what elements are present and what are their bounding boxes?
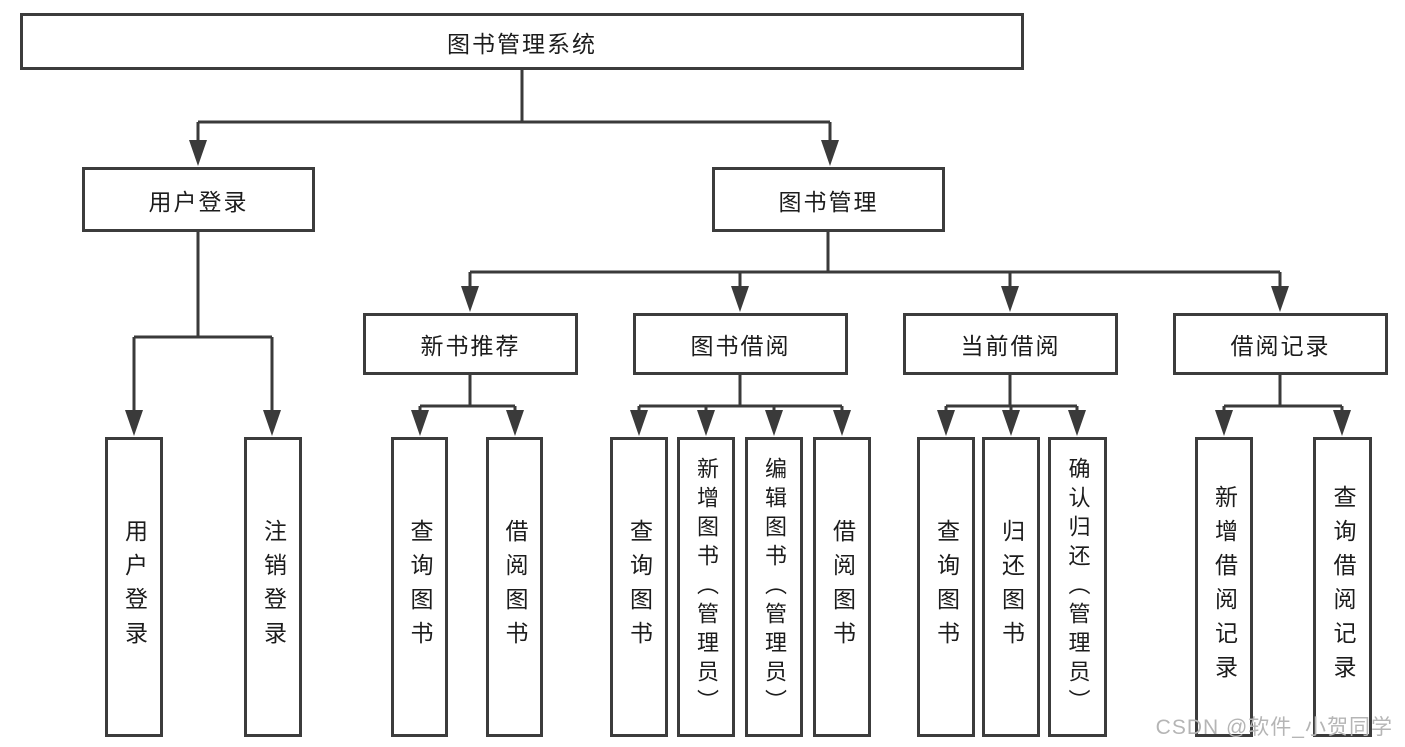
node-new-book-recommend: 新书推荐 [363,313,578,375]
leaf-rec-query-book-label: 查询图书 [407,519,433,655]
node-new-book-recommend-label: 新书推荐 [420,333,521,359]
leaf-br-add-record: 新增借阅记录 [1195,437,1253,737]
node-book-management: 图书管理 [712,167,945,232]
leaf-cb-confirm-return-admin-label: 确认归还（管理员） [1065,456,1091,718]
leaf-cb-query-book-label: 查询图书 [933,519,960,655]
leaf-cb-query-book: 查询图书 [917,437,975,737]
leaf-cb-return-book-label: 归还图书 [998,519,1025,655]
leaf-logout-login-label: 注销登录 [260,519,287,655]
leaf-br-query-record: 查询借阅记录 [1313,437,1372,737]
leaf-bb-query-book: 查询图书 [610,437,668,737]
leaf-user-login: 用户登录 [105,437,163,737]
leaf-cb-return-book: 归还图书 [982,437,1040,737]
leaf-bb-borrow-book-label: 借阅图书 [829,519,856,655]
csdn-watermark: CSDN @软件_小贺同学 [1155,716,1393,739]
leaf-br-query-record-label: 查询借阅记录 [1330,485,1356,689]
leaf-bb-add-book-admin: 新增图书（管理员） [677,437,735,737]
leaf-cb-confirm-return-admin: 确认归还（管理员） [1048,437,1107,737]
leaf-rec-borrow-book: 借阅图书 [486,437,543,737]
leaf-br-add-record-label: 新增借阅记录 [1211,485,1238,689]
leaf-logout-login: 注销登录 [244,437,302,737]
leaf-bb-borrow-book: 借阅图书 [813,437,871,737]
leaf-user-login-label: 用户登录 [121,519,148,655]
leaf-bb-edit-book-admin-label: 编辑图书（管理员） [762,456,787,718]
node-user-login: 用户登录 [82,167,315,232]
node-book-management-label: 图书管理 [778,188,879,215]
node-borrow-record-label: 借阅记录 [1230,333,1331,359]
node-root-label: 图书管理系统 [447,30,597,57]
node-root: 图书管理系统 [20,13,1024,70]
leaf-bb-edit-book-admin: 编辑图书（管理员） [745,437,803,737]
leaf-rec-query-book: 查询图书 [391,437,448,737]
node-current-borrow: 当前借阅 [903,313,1118,375]
node-current-borrow-label: 当前借阅 [960,333,1061,359]
leaf-rec-borrow-book-label: 借阅图书 [502,519,528,655]
node-book-borrow: 图书借阅 [633,313,848,375]
node-book-borrow-label: 图书借阅 [690,333,791,359]
leaf-bb-add-book-admin-label: 新增图书（管理员） [694,456,719,718]
node-borrow-record: 借阅记录 [1173,313,1388,375]
node-user-login-label: 用户登录 [148,188,249,215]
leaf-bb-query-book-label: 查询图书 [626,519,653,655]
